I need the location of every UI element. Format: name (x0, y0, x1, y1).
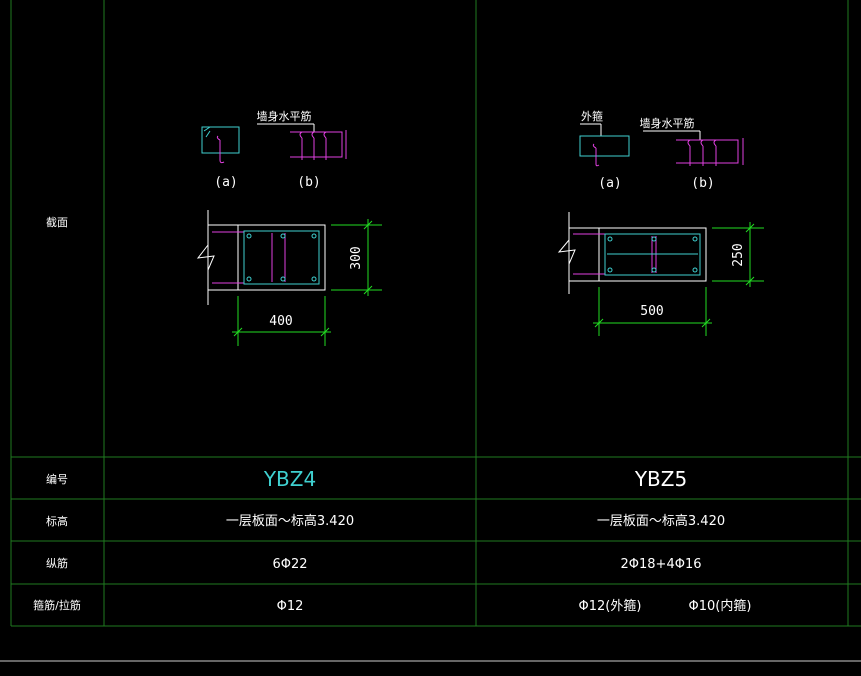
ybz5-detail-a: 外箍 (579, 109, 630, 167)
ybz5-longitudinal: 2Φ18+4Φ16 (621, 557, 702, 572)
ybz4-detail-a-label: (a) (214, 175, 237, 190)
ybz5-stirrup-inner: Φ10(内箍) (689, 598, 752, 614)
ybz5-detail-a-note: 外箍 (581, 109, 603, 123)
row-label-elevation: 标高 (46, 514, 68, 528)
ybz5-detail-b-note: 墙身水平筋 (640, 116, 695, 130)
ybz4-longitudinal: 6Φ22 (272, 557, 307, 572)
ybz5-detail-a-label: (a) (598, 176, 621, 191)
ybz4-detail-b-label: (b) (297, 175, 320, 190)
ybz4-section (196, 210, 326, 305)
ybz4-dimensions (232, 219, 382, 346)
ybz4-stirrup: Φ12 (277, 599, 304, 614)
ybz5-elevation: 一层板面～标高3.420 (597, 513, 725, 529)
ybz5-stirrup-outer: Φ12(外箍) (579, 598, 642, 614)
ybz4-detail-a (201, 126, 240, 164)
row-label-longitudinal: 纵筋 (46, 556, 68, 570)
ybz4-width-dimension: 400 (269, 314, 292, 329)
ybz5-section (557, 212, 707, 294)
ybz5-dimensions (593, 222, 764, 336)
row-label-section: 截面 (46, 215, 68, 229)
ybz4-code: YBZ4 (263, 467, 316, 491)
ybz4-height-dimension: 300 (349, 246, 364, 269)
ybz5-width-dimension: 500 (640, 304, 663, 319)
ybz4-elevation: 一层板面～标高3.420 (226, 513, 354, 529)
row-label-id: 编号 (46, 472, 68, 486)
ybz4-detail-b-note: 墙身水平筋 (257, 109, 312, 123)
ybz5-height-dimension: 250 (731, 243, 746, 266)
ybz5-code: YBZ5 (634, 467, 687, 491)
row-label-stirrup: 箍筋/拉筋 (33, 598, 81, 612)
table-grid (10, 0, 861, 627)
ybz5-detail-b-label: (b) (691, 176, 714, 191)
ybz5-detail-b: 墙身水平筋 (640, 116, 744, 166)
ybz4-detail-b: 墙身水平筋 (257, 109, 347, 160)
